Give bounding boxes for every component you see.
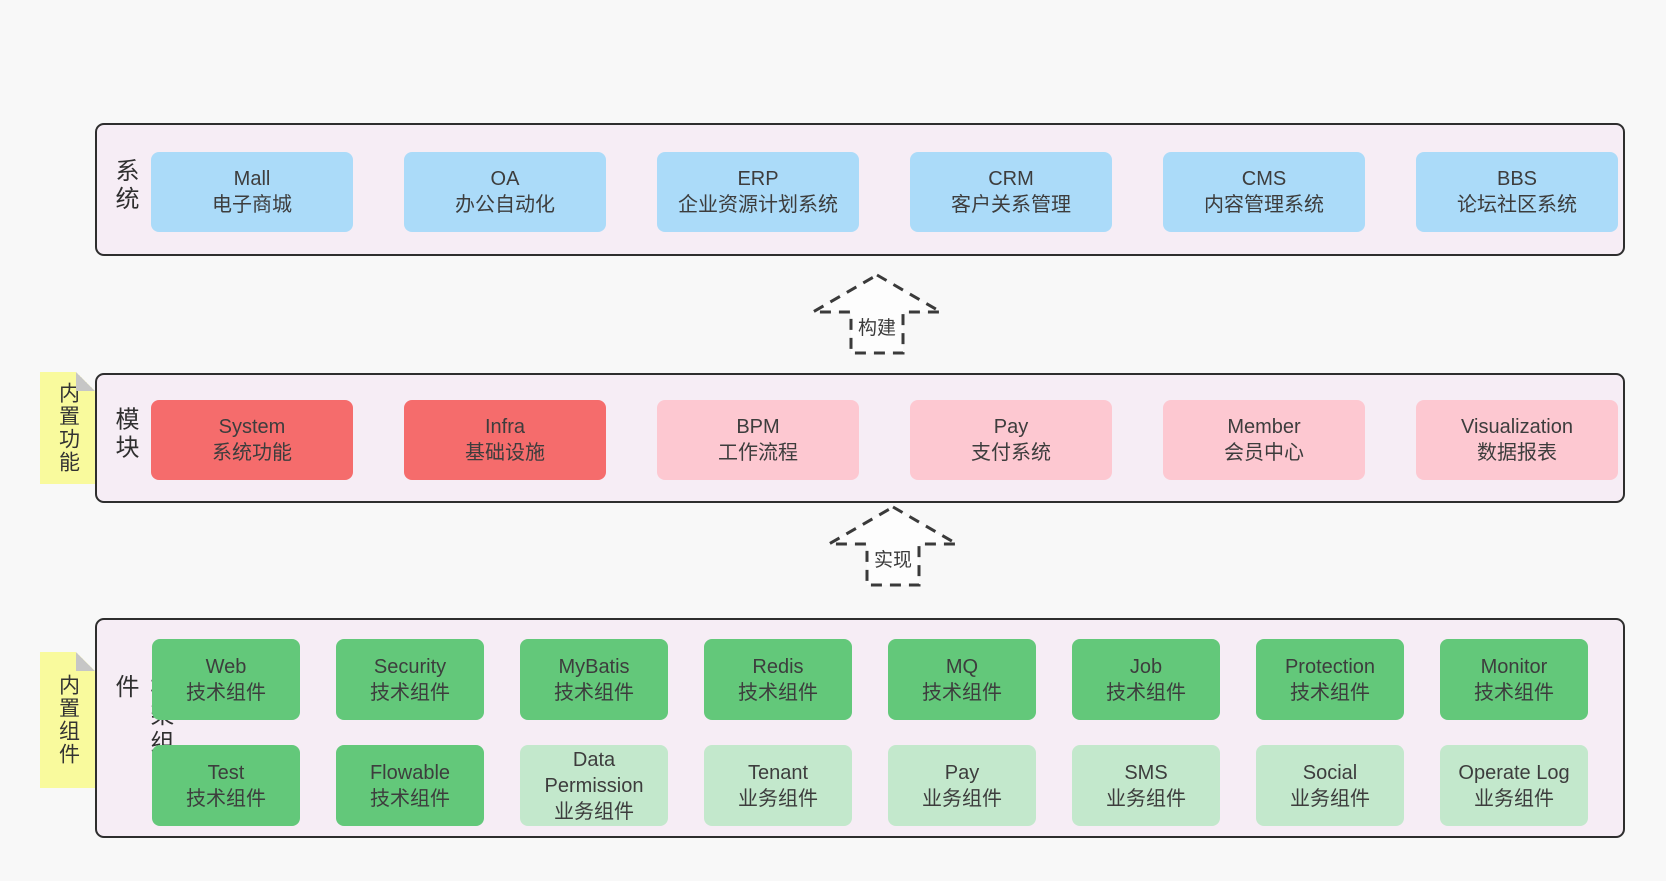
module-box: Pay 支付系统 [910, 400, 1112, 480]
box-title: Security [373, 655, 447, 678]
module-box: Infra 基础设施 [404, 400, 606, 480]
arrow-up-icon [807, 273, 947, 355]
box-title: Pay [944, 761, 980, 784]
sticky-note-text: 内置功能 [56, 382, 80, 474]
box-title: BBS [1496, 168, 1538, 190]
box-subtitle: 技术组件 [1474, 681, 1554, 704]
box-title: BPM [736, 416, 780, 438]
box-title: Infra [484, 416, 526, 438]
module-box: Operate Log 业务组件 [1440, 745, 1588, 826]
module-box: Flowable 技术组件 [336, 745, 484, 826]
box-subtitle: 工作流程 [718, 442, 798, 464]
box-title: ERP [737, 168, 779, 190]
box-title: Visualization [1461, 416, 1573, 438]
box-subtitle: 技术组件 [1106, 681, 1186, 704]
box-subtitle: 支付系统 [971, 442, 1051, 464]
box-title: Flowable [369, 761, 451, 784]
layer-common-modules: 通用模块 System系统功能Infra基础设施BPM工作流程Pay支付系统Me… [95, 373, 1625, 503]
box-title: Social [1302, 761, 1358, 784]
box-title: Monitor [1480, 655, 1548, 678]
module-box: BPM 工作流程 [657, 400, 859, 480]
box-subtitle: 业务组件 [554, 800, 634, 823]
box-title: System [218, 416, 286, 438]
box-title: MQ [945, 655, 979, 678]
box-title: Pay [993, 416, 1029, 438]
box-subtitle: 业务组件 [922, 787, 1002, 810]
implement-arrow-label: 实现 [873, 550, 912, 571]
box-title: Operate Log [1458, 761, 1570, 784]
module-box: Job 技术组件 [1072, 639, 1220, 720]
sticky-note-built-in-components: 内置组件 [40, 652, 95, 788]
arrow-up-icon [823, 505, 963, 587]
box-title: Mall [233, 168, 271, 190]
box-subtitle: 业务组件 [738, 787, 818, 810]
sticky-fold-corner-icon [76, 652, 95, 671]
module-box: CRM 客户关系管理 [910, 152, 1112, 232]
module-box: Pay 业务组件 [888, 745, 1036, 826]
box-title: Data Permission [544, 748, 644, 797]
box-subtitle: 技术组件 [554, 681, 634, 704]
module-box: Monitor 技术组件 [1440, 639, 1588, 720]
box-title: SMS [1124, 761, 1168, 784]
box-subtitle: 数据报表 [1477, 442, 1557, 464]
module-box: MyBatis 技术组件 [520, 639, 668, 720]
box-title: MyBatis [558, 655, 630, 678]
box-subtitle: 技术组件 [738, 681, 818, 704]
module-box: Tenant 业务组件 [704, 745, 852, 826]
module-box: System 系统功能 [151, 400, 353, 480]
layer-business-systems: 业务系统 Mall电子商城OA办公自动化ERP企业资源计划系统CRM客户关系管理… [95, 123, 1625, 256]
box-subtitle: 会员中心 [1224, 442, 1304, 464]
build-arrow-label: 构建 [857, 318, 896, 339]
box-subtitle: 技术组件 [370, 681, 450, 704]
layer-framework-components: 框架组件 Web技术组件Security技术组件MyBatis技术组件Redis… [95, 618, 1625, 838]
box-subtitle: 技术组件 [186, 681, 266, 704]
box-subtitle: 业务组件 [1290, 787, 1370, 810]
box-title: Tenant [747, 761, 809, 784]
box-title: Test [207, 761, 245, 784]
module-box: Visualization 数据报表 [1416, 400, 1618, 480]
box-subtitle: 技术组件 [370, 787, 450, 810]
sticky-fold-corner-icon [76, 372, 95, 391]
module-box: Mall 电子商城 [151, 152, 353, 232]
module-box: ERP 企业资源计划系统 [657, 152, 859, 232]
module-box: SMS 业务组件 [1072, 745, 1220, 826]
box-title: Protection [1284, 655, 1376, 678]
module-box: Security 技术组件 [336, 639, 484, 720]
sticky-note-built-in-features: 内置功能 [40, 372, 95, 484]
module-box: Data Permission 业务组件 [520, 745, 668, 826]
box-title: Redis [752, 655, 804, 678]
box-subtitle: 业务组件 [1106, 787, 1186, 810]
box-title: OA [490, 168, 520, 190]
box-title: CRM [988, 168, 1034, 190]
box-subtitle: 基础设施 [465, 442, 545, 464]
module-box: BBS 论坛社区系统 [1416, 152, 1618, 232]
module-box: Member 会员中心 [1163, 400, 1365, 480]
module-box: Test 技术组件 [152, 745, 300, 826]
box-subtitle: 技术组件 [186, 787, 266, 810]
module-box: MQ 技术组件 [888, 639, 1036, 720]
box-subtitle: 论坛社区系统 [1457, 194, 1577, 216]
box-subtitle: 电子商城 [212, 194, 292, 216]
module-box: CMS 内容管理系统 [1163, 152, 1365, 232]
build-arrow: 构建 [807, 272, 947, 356]
module-box: Redis 技术组件 [704, 639, 852, 720]
box-subtitle: 客户关系管理 [951, 194, 1071, 216]
box-title: Job [1129, 655, 1163, 678]
box-subtitle: 企业资源计划系统 [678, 194, 838, 216]
module-box: Social 业务组件 [1256, 745, 1404, 826]
box-title: Member [1227, 416, 1301, 438]
module-box: OA 办公自动化 [404, 152, 606, 232]
box-title: CMS [1241, 168, 1287, 190]
box-subtitle: 办公自动化 [455, 194, 555, 216]
box-title: Web [205, 655, 247, 678]
implement-arrow: 实现 [823, 504, 963, 588]
box-subtitle: 技术组件 [922, 681, 1002, 704]
module-box: Protection 技术组件 [1256, 639, 1404, 720]
sticky-note-text: 内置组件 [56, 674, 80, 766]
box-subtitle: 业务组件 [1474, 787, 1554, 810]
box-subtitle: 内容管理系统 [1204, 194, 1324, 216]
box-subtitle: 技术组件 [1290, 681, 1370, 704]
box-subtitle: 系统功能 [212, 442, 292, 464]
module-box: Web 技术组件 [152, 639, 300, 720]
